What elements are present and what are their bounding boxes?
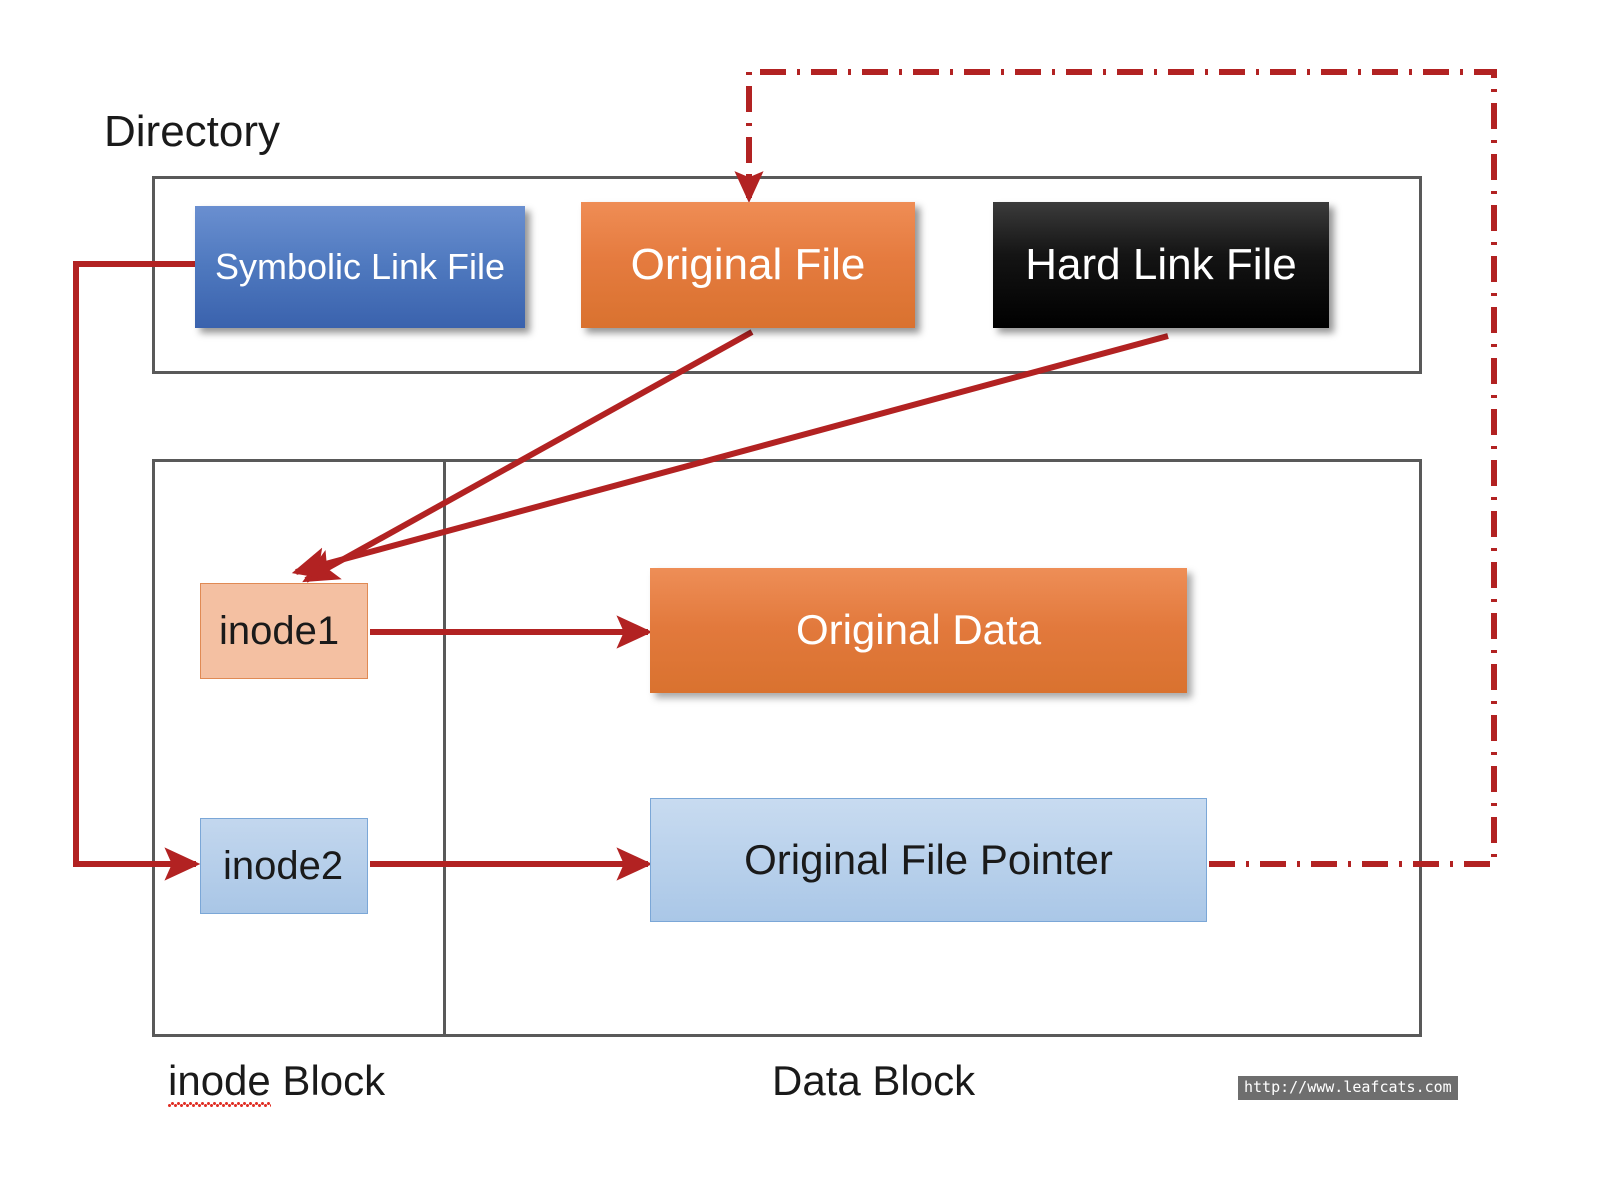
node-original-data[interactable]: Original Data — [650, 568, 1187, 693]
node-original-file-pointer[interactable]: Original File Pointer — [650, 798, 1207, 922]
node-symbolic-link-file-label: Symbolic Link File — [214, 246, 506, 288]
node-inode1-label: inode1 — [219, 609, 340, 653]
inode-block-caption-misspelled: inode — [168, 1057, 271, 1107]
watermark-url: http://www.leafcats.com — [1238, 1076, 1458, 1100]
inode-block-caption-rest: Block — [270, 1057, 386, 1104]
node-hard-link-file-label: Hard Link File — [1025, 239, 1297, 289]
node-inode2[interactable]: inode2 — [200, 818, 368, 914]
node-original-data-label: Original Data — [795, 606, 1042, 654]
data-block-caption: Data Block — [772, 1057, 976, 1104]
node-original-file[interactable]: Original File — [581, 202, 915, 328]
node-inode1[interactable]: inode1 — [200, 583, 368, 679]
node-symbolic-link-file[interactable]: Symbolic Link File — [195, 206, 525, 328]
inode-data-divider — [443, 459, 446, 1037]
inode-block-caption: inode Block — [168, 1057, 386, 1107]
node-inode2-label: inode2 — [223, 844, 344, 888]
node-original-file-pointer-label: Original File Pointer — [744, 835, 1113, 883]
directory-label: Directory — [104, 107, 281, 156]
node-original-file-label: Original File — [630, 239, 866, 289]
block-container — [152, 459, 1422, 1037]
node-hard-link-file[interactable]: Hard Link File — [993, 202, 1329, 328]
